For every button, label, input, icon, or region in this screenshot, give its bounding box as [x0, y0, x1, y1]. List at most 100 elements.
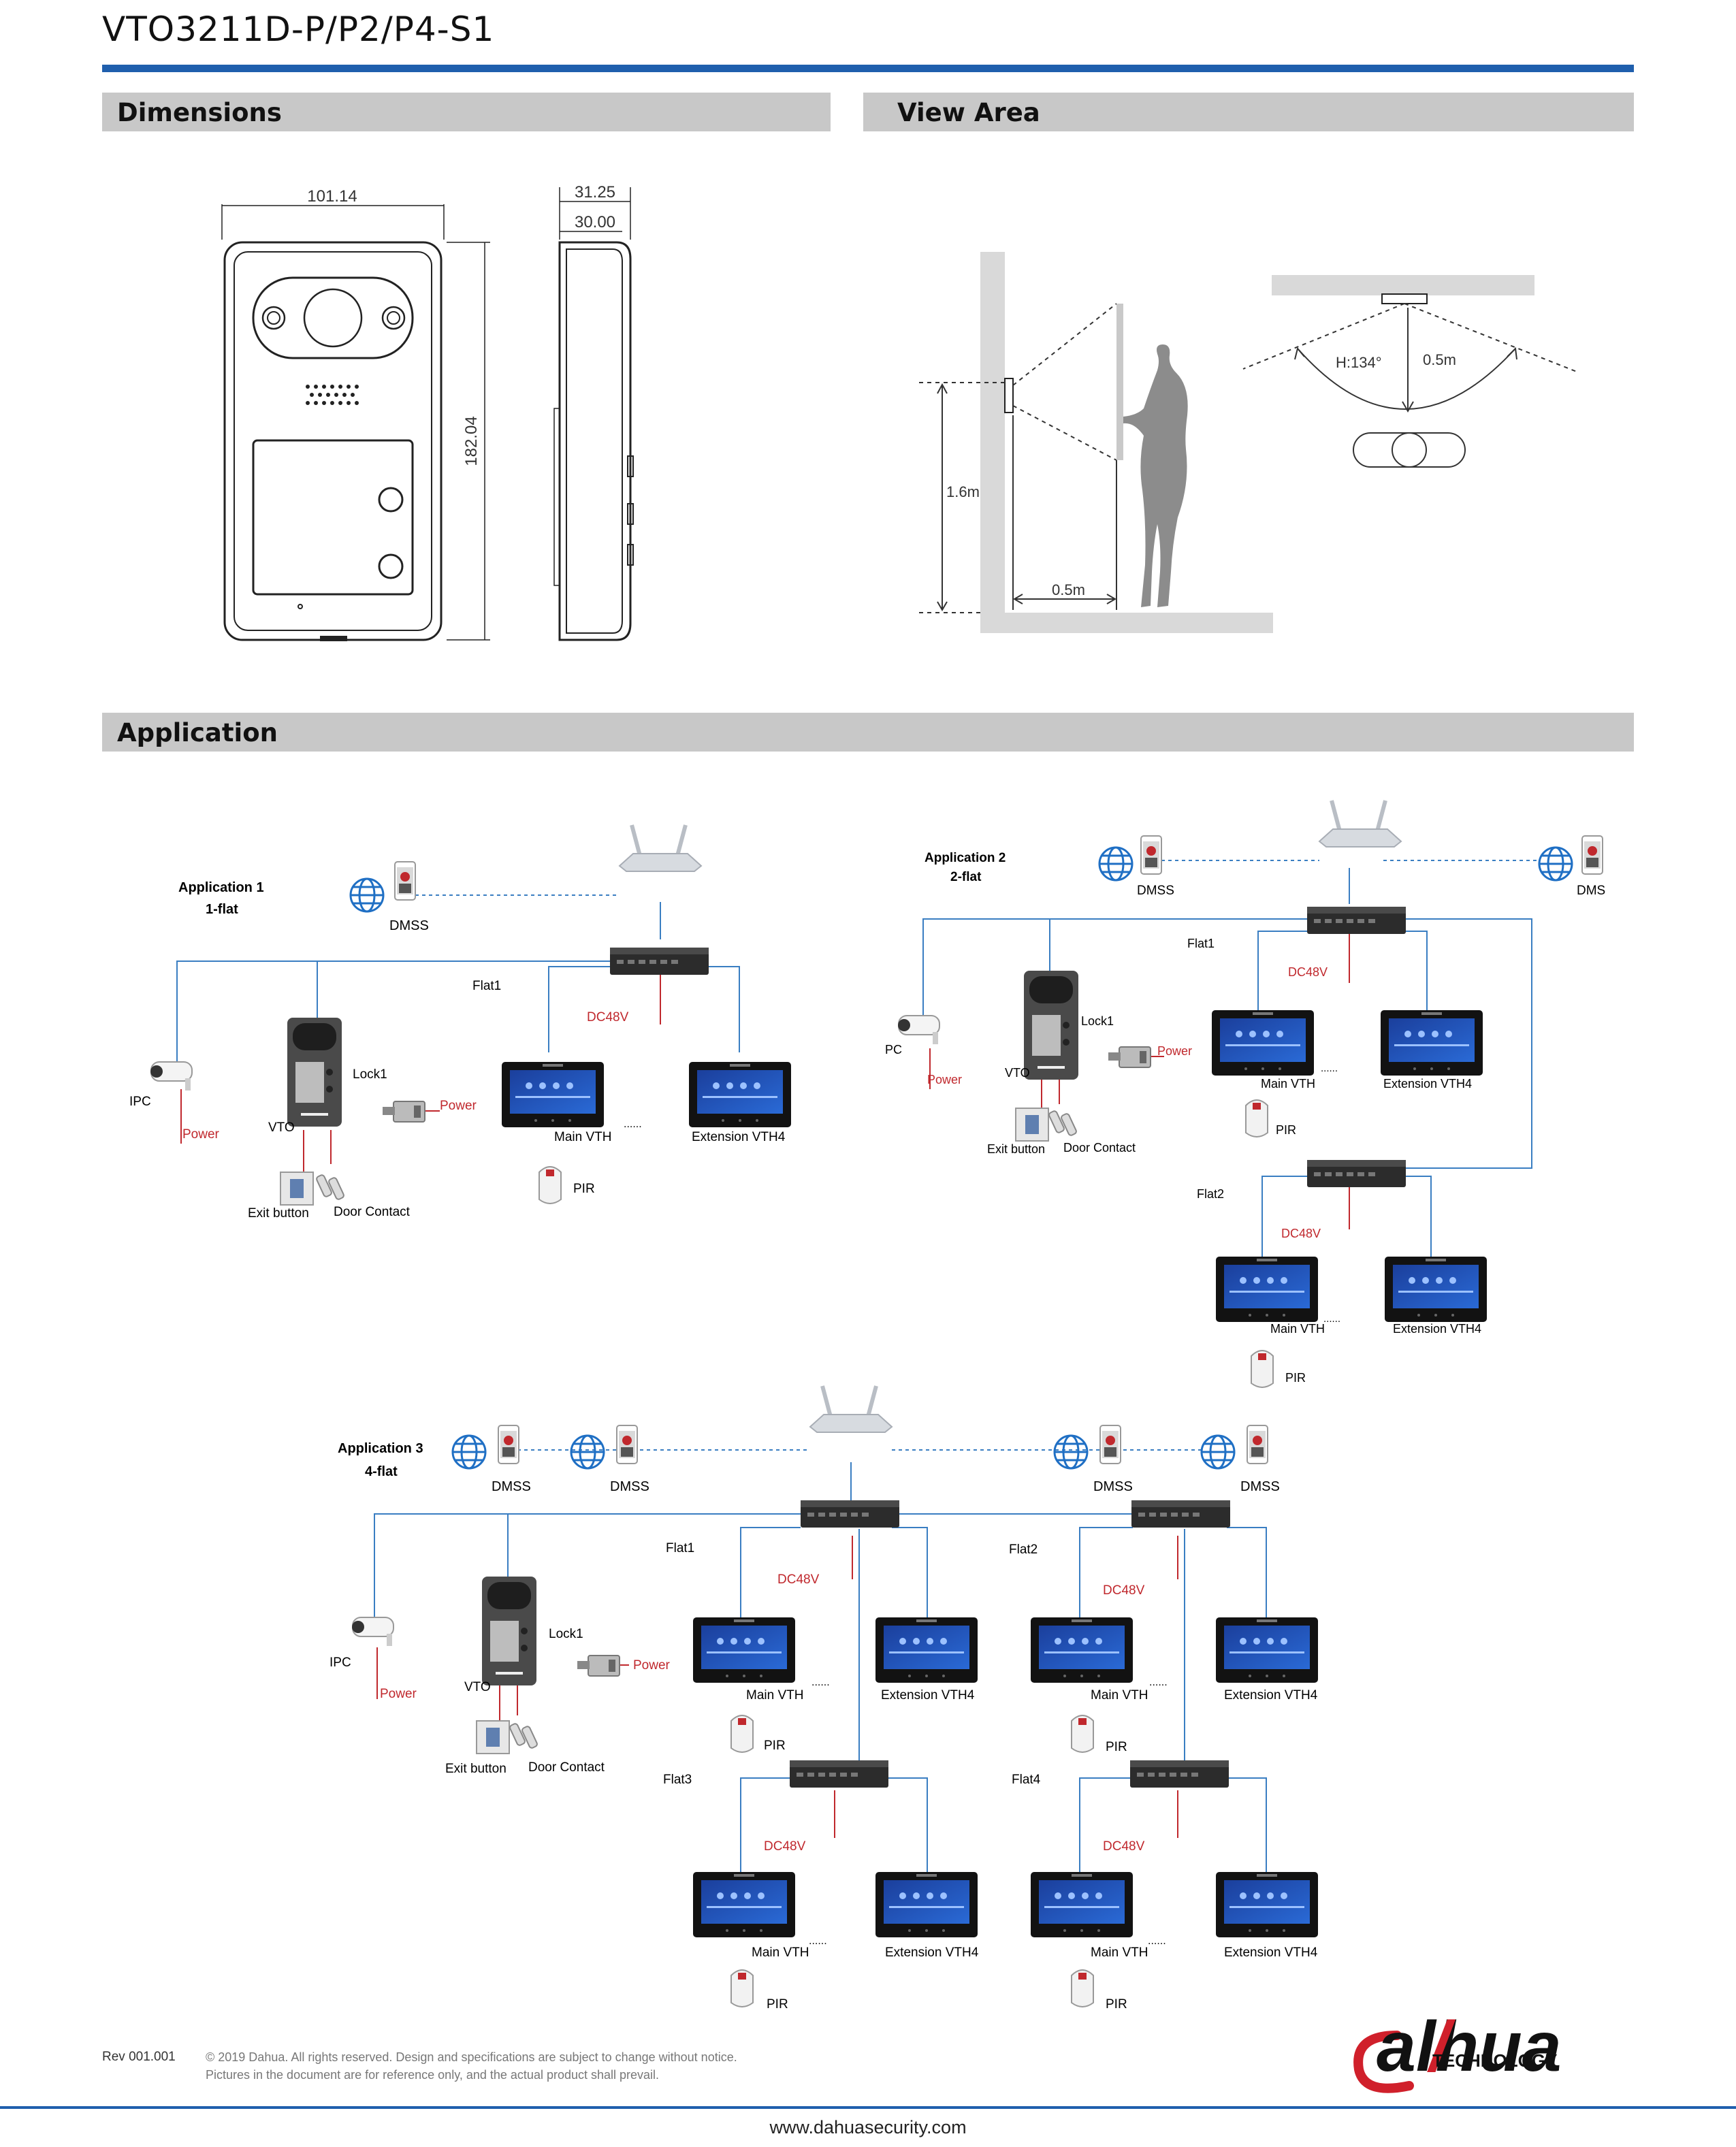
- app1-dots: ......: [624, 1118, 642, 1130]
- app2-pir2: PIR: [1285, 1371, 1306, 1385]
- app3-power-lock: Power: [633, 1658, 671, 1673]
- app3-flat3-dc: DC48V: [764, 1839, 806, 1854]
- footer-copyright-line2: Pictures in the document are for referen…: [206, 2068, 660, 2082]
- app3-flat2-pir: PIR: [1106, 1740, 1127, 1754]
- app3-title: Application 3: [338, 1441, 423, 1456]
- dim-depth-inner-label: 30.00: [575, 213, 615, 231]
- app3-exit: Exit button: [445, 1762, 507, 1776]
- application-3-diagram: [351, 1386, 1318, 2007]
- footer-rule: [0, 2106, 1736, 2109]
- app2-pir1: PIR: [1276, 1123, 1296, 1137]
- app1-dc: DC48V: [587, 1010, 629, 1024]
- app1-dmss: DMSS: [389, 918, 429, 933]
- app3-flat3-name: Flat3: [663, 1773, 692, 1787]
- app1-power-lock: Power: [440, 1099, 477, 1113]
- app3-flat4-ext: Extension VTH4: [1224, 1946, 1318, 1960]
- app2-lock: Lock1: [1081, 1014, 1114, 1028]
- app3-ipc: IPC: [329, 1656, 351, 1670]
- view-distance-label: 0.5m: [1052, 581, 1085, 598]
- app2-dmss-right: DMS: [1577, 884, 1605, 898]
- footer-copyright-line1: © 2019 Dahua. All rights reserved. Desig…: [206, 2050, 737, 2064]
- dim-width-label: 101.14: [307, 187, 357, 206]
- app2-ipc: PC: [885, 1043, 902, 1056]
- app2-power-ipc: Power: [927, 1073, 962, 1086]
- app3-lock: Lock1: [549, 1627, 583, 1641]
- view-reach-label: 0.5m: [1423, 351, 1456, 368]
- app2-dc1: DC48V: [1288, 965, 1328, 979]
- section-view-area-label: View Area: [897, 98, 1040, 127]
- view-height-label: 1.6m: [946, 483, 980, 500]
- app1-subtitle: 1-flat: [206, 902, 238, 917]
- section-application: Application: [102, 713, 1634, 752]
- app3-flat4-main: Main VTH: [1091, 1946, 1148, 1960]
- app3-dmss-1: DMSS: [492, 1479, 531, 1494]
- app3-flat4-dots: ......: [1148, 1935, 1166, 1947]
- section-view-area: View Area: [863, 93, 1634, 131]
- dim-height-label: 182.04: [462, 416, 481, 466]
- app3-door: Door Contact: [528, 1760, 605, 1775]
- footer-copyright: © 2019 Dahua. All rights reserved. Desig…: [206, 2048, 737, 2084]
- app1-main-vth: Main VTH: [554, 1130, 611, 1144]
- app3-dmss-2: DMSS: [610, 1479, 649, 1494]
- app2-exit: Exit button: [987, 1142, 1045, 1156]
- section-dimensions-label: Dimensions: [117, 98, 282, 127]
- app3-dmss-4: DMSS: [1240, 1479, 1280, 1494]
- app3-flat2-dots: ......: [1149, 1677, 1168, 1688]
- app2-vto: VTO: [1005, 1066, 1030, 1080]
- app3-flat2-main: Main VTH: [1091, 1688, 1148, 1702]
- section-application-label: Application: [117, 718, 278, 747]
- app2-ext-vth2: Extension VTH4: [1393, 1322, 1481, 1336]
- view-area-drawing: [919, 252, 1577, 633]
- document-title: VTO3211D-P/P2/P4-S1: [102, 10, 495, 49]
- app2-dots1: ......: [1321, 1063, 1338, 1074]
- app2-title: Application 2: [925, 851, 1006, 865]
- app1-pir: PIR: [573, 1182, 595, 1196]
- app1-vto: VTO: [268, 1120, 295, 1135]
- app1-flat: Flat1: [472, 979, 501, 993]
- application-2-diagram: [897, 801, 1603, 1388]
- dim-depth-outer-label: 31.25: [575, 183, 615, 201]
- app3-flat4-dc: DC48V: [1103, 1839, 1145, 1854]
- app3-flat3-main: Main VTH: [752, 1946, 809, 1960]
- view-angle-label: H:134°: [1336, 354, 1382, 371]
- application-1-diagram: [150, 825, 791, 1206]
- section-dimensions: Dimensions: [102, 93, 831, 131]
- dimensions-drawing: [221, 187, 634, 641]
- app3-flat1-name: Flat1: [666, 1541, 694, 1555]
- app1-lock: Lock1: [353, 1067, 387, 1082]
- app1-power-ipc: Power: [182, 1127, 220, 1142]
- dahua-logo: alhua / TECHNOLOGY: [1353, 2007, 1562, 2093]
- app2-ext-vth1: Extension VTH4: [1383, 1077, 1472, 1091]
- app3-power-ipc: Power: [380, 1687, 417, 1701]
- app2-flat2: Flat2: [1197, 1187, 1224, 1201]
- app3-flat2-name: Flat2: [1009, 1543, 1038, 1557]
- app2-dots2: ......: [1323, 1313, 1340, 1325]
- app2-power-lock: Power: [1157, 1044, 1192, 1058]
- logo-tagline: TECHNOLOGY: [1432, 2050, 1557, 2071]
- app3-subtitle: 4-flat: [365, 1464, 398, 1479]
- app2-main-vth1: Main VTH: [1261, 1077, 1315, 1091]
- app2-main-vth2: Main VTH: [1270, 1322, 1325, 1336]
- app3-flat3-dots: ......: [809, 1935, 827, 1947]
- app1-door: Door Contact: [334, 1205, 411, 1219]
- app2-flat1: Flat1: [1187, 937, 1215, 950]
- app2-door: Door Contact: [1063, 1141, 1136, 1155]
- app3-flat1-main: Main VTH: [746, 1688, 803, 1702]
- app2-dc2: DC48V: [1281, 1227, 1321, 1240]
- app3-flat2-dc: DC48V: [1103, 1583, 1145, 1598]
- app3-flat1-ext: Extension VTH4: [881, 1688, 975, 1702]
- app3-flat1-dots: ......: [811, 1677, 830, 1688]
- footer-url-link[interactable]: www.dahuasecurity.com: [769, 2117, 967, 2137]
- footer-revision: Rev 001.001: [102, 2050, 176, 2064]
- app3-dmss-3: DMSS: [1093, 1479, 1133, 1494]
- app2-subtitle: 2-flat: [950, 870, 982, 884]
- app2-dmss-left: DMSS: [1137, 884, 1174, 898]
- app3-flat1-dc: DC48V: [777, 1572, 820, 1587]
- app3-flat3-ext: Extension VTH4: [885, 1946, 979, 1960]
- app3-flat4-name: Flat4: [1012, 1773, 1041, 1787]
- app3-flat3-pir: PIR: [767, 1997, 788, 2012]
- logo-wordmark: alhua: [1377, 2007, 1562, 2086]
- app1-exit: Exit button: [248, 1206, 309, 1221]
- app1-ipc: IPC: [129, 1095, 151, 1109]
